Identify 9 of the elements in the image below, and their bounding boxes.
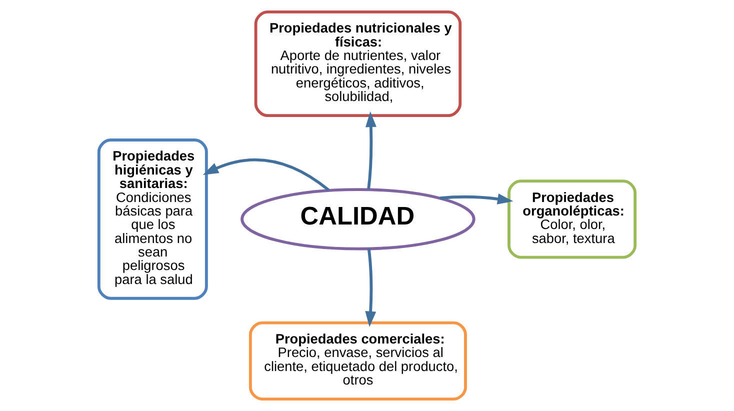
arrow xyxy=(365,111,376,190)
node-box: Propiedades higiénicas y sanitarias: Condiciones básicas para que los alimentos no sean peligrosos para la salud xyxy=(97,138,208,300)
node-ellipse: CALIDAD xyxy=(240,188,476,250)
node-box: Propiedades organolépticas: Color, olor, sabor, textura xyxy=(508,180,637,259)
arrow xyxy=(202,158,330,192)
arrow xyxy=(365,248,376,328)
arrow xyxy=(440,194,514,204)
node-box: Propiedades comerciales: Precio, envase, servicios al cliente, etiquetado del producto, otros xyxy=(248,321,467,401)
node-box: Propiedades nutricionales y físicas: Aporte de nutrientes, valor nutritivo, ingredientes, niveles energéticos, aditivos, solubilidad, xyxy=(254,10,462,118)
